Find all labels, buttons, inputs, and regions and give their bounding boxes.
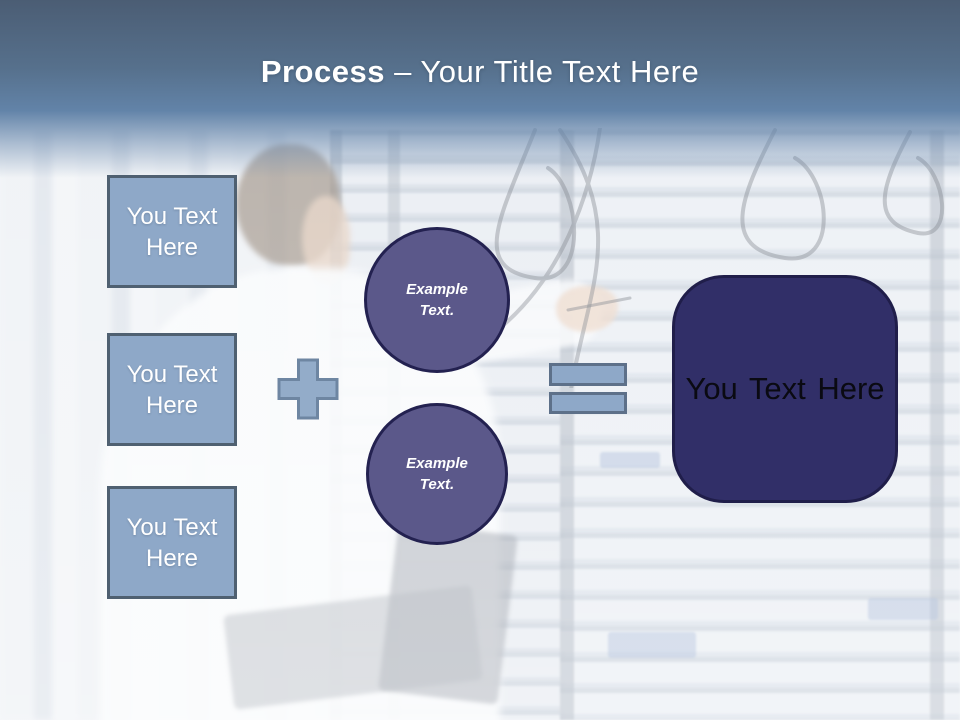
background-person-hand xyxy=(556,286,618,332)
example-circle-1-label: Example Text. xyxy=(406,281,468,319)
equals-icon xyxy=(549,392,627,414)
example-circle-1[interactable]: Example Text. xyxy=(364,227,510,373)
input-box-3-label: You Text Here xyxy=(126,513,218,572)
input-box-2[interactable]: You Text Here xyxy=(107,333,237,446)
result-box[interactable]: You Text Here xyxy=(672,275,898,503)
slide-title-emphasis: Process xyxy=(260,54,385,89)
background-panel xyxy=(608,632,696,658)
input-box-1-label: You Text Here xyxy=(126,202,218,261)
input-box-1[interactable]: You Text Here xyxy=(107,175,237,288)
result-box-label: You Text Here xyxy=(685,371,885,406)
slide-title-rest: – Your Title Text Here xyxy=(394,54,700,89)
example-circle-2[interactable]: Example Text. xyxy=(366,403,508,545)
input-box-3[interactable]: You Text Here xyxy=(107,486,237,599)
input-box-2-label: You Text Here xyxy=(126,360,218,419)
background-panel xyxy=(868,598,938,620)
equals-icon xyxy=(549,363,627,386)
background-panel xyxy=(600,452,660,468)
slide-title: Process – Your Title Text Here xyxy=(0,54,960,90)
header-band xyxy=(0,0,960,178)
plus-icon xyxy=(277,358,339,420)
example-circle-2-label: Example Text. xyxy=(406,455,468,493)
